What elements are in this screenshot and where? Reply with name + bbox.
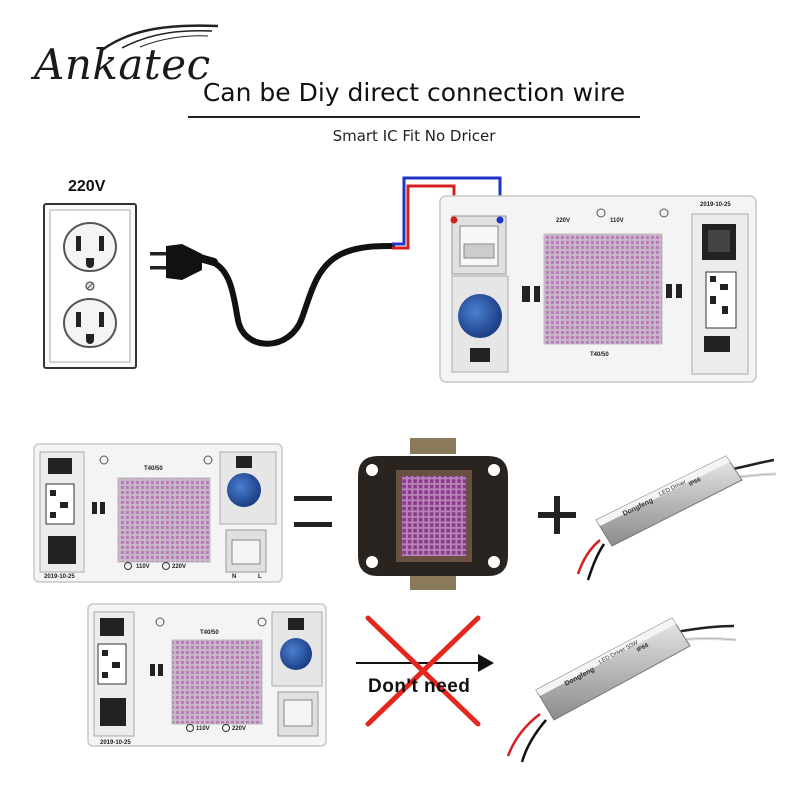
- module-left-terminal-n: N: [232, 574, 236, 580]
- module-bottom-110v: 110V: [196, 726, 210, 732]
- module-left-model: T40/50: [144, 466, 163, 472]
- dont-need-caption: Don't need: [368, 676, 471, 697]
- equals-icon: [294, 496, 332, 527]
- page-subtitle: Smart IC Fit No Dricer: [332, 127, 496, 145]
- module-left-terminal-l: L: [258, 574, 262, 580]
- led-module-top: 220V 110V 2019-10-25 T40/50: [439, 195, 757, 383]
- blue-wire: [392, 176, 502, 246]
- page-title: Can be Diy direct connection wire: [202, 78, 626, 107]
- power-cable: [209, 243, 395, 347]
- module-top-model: T40/50: [590, 352, 609, 358]
- no-driver-cross: [356, 615, 494, 727]
- driver-top-rating: IP66: [688, 477, 702, 488]
- module-left-date: 2019-10-25: [44, 574, 75, 580]
- module-bottom-220v: 220V: [232, 726, 246, 732]
- module-top-date: 2019-10-25: [700, 202, 731, 208]
- led-module-bottom: T40/50 110V 220V 2019-10-25: [87, 603, 327, 747]
- led-driver-top: Dongfeng LED Driver IP66: [576, 455, 777, 581]
- brand-swoosh-icon: [101, 24, 219, 52]
- module-bottom-model: T40/50: [200, 630, 219, 636]
- plus-icon: [538, 496, 576, 534]
- brand-logo: Ankatec: [34, 40, 211, 89]
- led-module-left: T40/50 110V 220V 2019-10-25 N L: [33, 443, 283, 583]
- led-driver-bottom: Dongfeng LED Driver 50W IP66: [506, 617, 737, 763]
- module-bottom-date: 2019-10-25: [100, 740, 131, 746]
- module-top-220v: 220V: [556, 218, 570, 224]
- module-top-110v: 110V: [610, 218, 624, 224]
- driver-bottom-rating: IP66: [636, 642, 650, 653]
- title-divider: [188, 116, 640, 118]
- wall-outlet-icon: [43, 203, 137, 369]
- cob-led-chip: [358, 438, 508, 590]
- outlet-voltage-label: 220V: [68, 178, 106, 195]
- module-left-220v: 220V: [172, 564, 186, 570]
- plug-icon: [150, 244, 218, 280]
- module-left-110v: 110V: [136, 564, 150, 570]
